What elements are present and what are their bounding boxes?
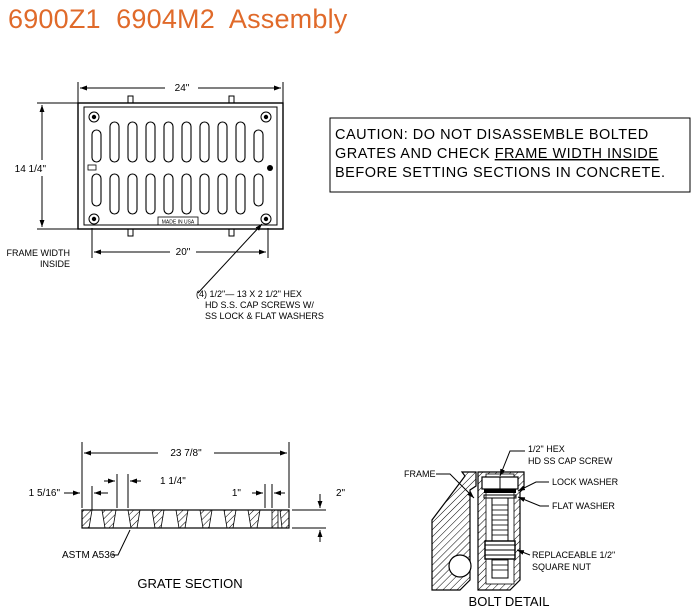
caution-line2-text: GRATES AND CHECK: [335, 146, 495, 162]
svg-text:GRATES AND CHECK FRAME WIDTH I: GRATES AND CHECK FRAME WIDTH INSIDE: [335, 146, 658, 162]
bolt-detail-caption: BOLT DETAIL: [469, 594, 550, 609]
width-dimension-label: 24": [175, 83, 190, 94]
caution-line3: BEFORE SETTING SECTIONS IN CONCRETE.: [335, 165, 666, 181]
frame-width-label: FRAME WIDTH: [7, 248, 71, 258]
made-in-usa-stamp: MADE IN USA: [162, 220, 195, 226]
slot-width-label: 1 1/4": [160, 476, 186, 487]
hex-screw-label-line1: 1/2" HEX: [528, 444, 565, 454]
top-plan-view: 24" 14 1/4": [7, 82, 324, 321]
grate-bars-hatched: [81, 509, 290, 529]
caution-box: CAUTION: DO NOT DISASSEMBLE BOLTED GRATE…: [329, 117, 691, 193]
lock-washer-label: LOCK WASHER: [552, 477, 619, 487]
flat-washer-label: FLAT WASHER: [552, 501, 615, 511]
edge-dimension-label: 1 5/16": [29, 488, 61, 499]
screws-note-line1: (4) 1/2"— 13 X 2 1/2" HEX: [196, 289, 302, 299]
frame-label: FRAME: [404, 469, 436, 479]
square-nut-label-line1: REPLACEABLE 1/2": [532, 550, 615, 560]
overall-length-label: 23 7/8": [170, 448, 202, 459]
caution-underlined-text: FRAME WIDTH INSIDE: [495, 146, 659, 162]
screws-note-line2: HD S.S. CAP SCREWS W/: [205, 300, 314, 310]
screws-note-line3: SS LOCK & FLAT WASHERS: [205, 311, 324, 321]
height-dimension-label: 14 1/4": [15, 164, 47, 175]
diagram-title: 6900Z1 6904M2 Assembly: [8, 4, 348, 34]
grate-section-caption: GRATE SECTION: [137, 576, 242, 591]
bolt-hole-bottom-left: [88, 213, 100, 225]
bolt-hole-top-right: [260, 111, 272, 123]
inside-width-label: 20": [176, 247, 191, 258]
bolt-hole-bottom-right: [260, 213, 272, 225]
frame-width-inside-label: INSIDE: [40, 259, 70, 269]
square-nut-label-line2: SQUARE NUT: [532, 562, 592, 572]
grate-slots: [91, 121, 264, 215]
material-label: ASTM A536: [62, 550, 116, 561]
caution-line1: CAUTION: DO NOT DISASSEMBLE BOLTED: [335, 127, 649, 143]
depth-label: 2": [336, 488, 346, 499]
bolt-hole-top-left: [88, 111, 100, 123]
bar-width-label: 1": [232, 488, 242, 499]
grate-section-view: 23 7/8" 1 5/16" 1 1/4" 1" 2": [29, 442, 346, 591]
bolt-detail-view: 1/2" HEX HD SS CAP SCREW FRAME LOCK WASH…: [404, 444, 619, 609]
hex-screw-label-line2: HD SS CAP SCREW: [528, 456, 613, 466]
